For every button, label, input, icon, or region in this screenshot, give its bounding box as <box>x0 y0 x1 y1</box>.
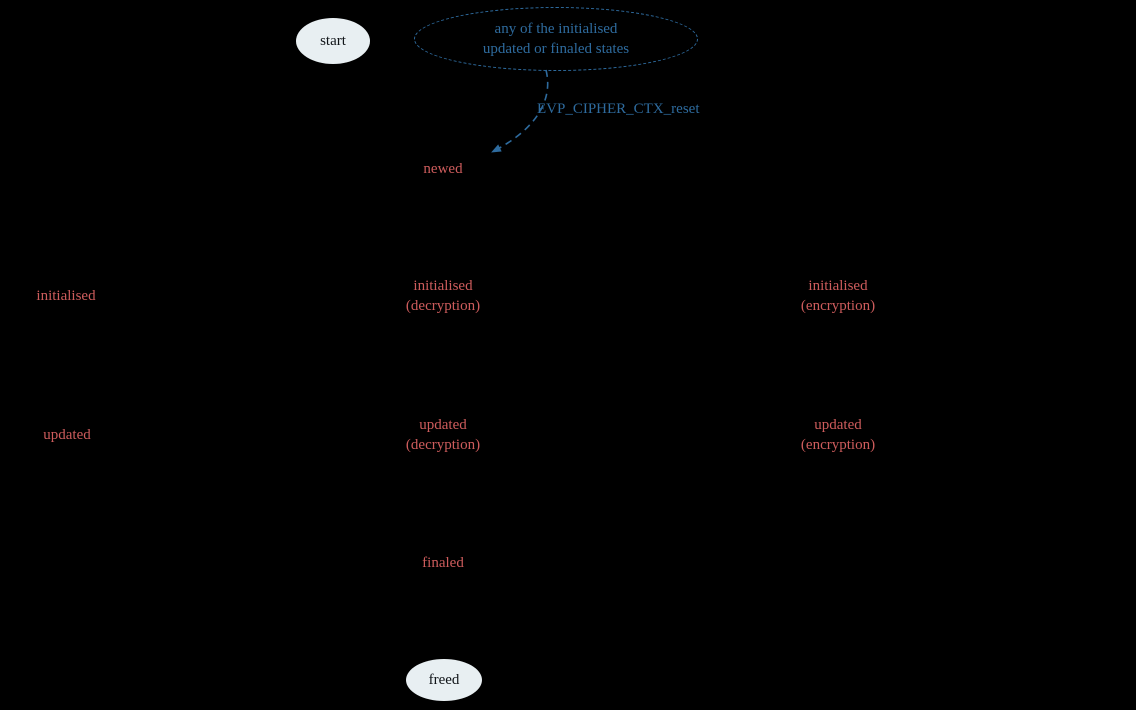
state-initialised-encryption: initialised (encryption) <box>801 276 875 316</box>
start-node: start <box>296 18 370 64</box>
any-states-node-label: any of the initialised updated or finale… <box>483 19 629 59</box>
any-states-node: any of the initialised updated or finale… <box>414 7 698 71</box>
state-updated-decryption-line1: updated <box>419 417 467 433</box>
state-updated-encryption: updated (encryption) <box>801 415 875 455</box>
state-initialised-decryption: initialised (decryption) <box>406 276 480 316</box>
state-initialised-decryption-line1: initialised <box>413 278 473 294</box>
any-states-line2: updated or finaled states <box>482 41 630 57</box>
state-updated: updated <box>43 427 91 443</box>
state-updated-decryption: updated (decryption) <box>406 415 480 455</box>
state-updated-encryption-line2: (encryption) <box>800 437 876 453</box>
state-initialised: initialised <box>36 288 96 304</box>
start-node-label: start <box>320 32 346 49</box>
freed-node-label: freed <box>428 671 460 688</box>
freed-node: freed <box>406 659 482 701</box>
state-initialised-decryption-line2: (decryption) <box>405 298 481 314</box>
state-newed: newed <box>423 161 463 177</box>
reset-edge-label: EVP_CIPHER_CTX_reset <box>537 101 700 117</box>
state-initialised-encryption-line2: (encryption) <box>800 298 876 314</box>
any-states-line1: any of the initialised <box>494 21 618 37</box>
state-updated-encryption-line1: updated <box>814 417 862 433</box>
state-initialised-encryption-line1: initialised <box>808 278 868 294</box>
state-finaled: finaled <box>422 555 464 571</box>
state-updated-decryption-line2: (decryption) <box>405 437 481 453</box>
